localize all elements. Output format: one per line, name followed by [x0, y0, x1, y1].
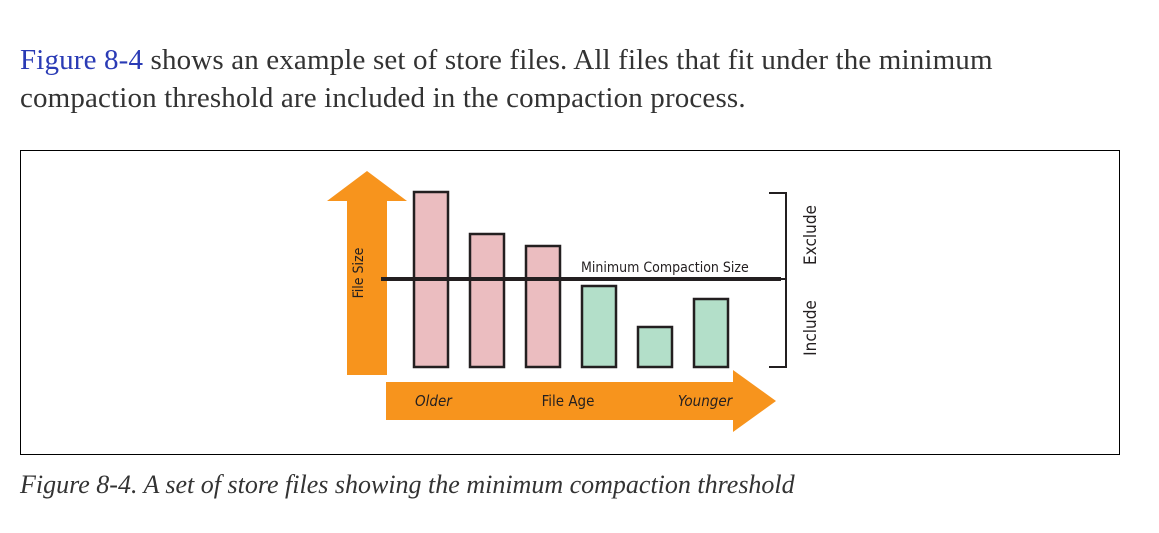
exclude-include-bracket [769, 192, 787, 368]
store-file-bar-2 [468, 232, 506, 369]
compaction-diagram: File Size Older File Age Younger Minimum… [327, 171, 821, 432]
store-file-bar-6 [692, 297, 730, 369]
figure-frame: File Size Older File Age Younger Minimum… [20, 150, 1120, 455]
younger-label: Younger [678, 392, 734, 410]
file-age-arrow [386, 370, 776, 432]
store-file-bar-4 [580, 284, 618, 369]
include-label: Include [801, 300, 821, 356]
file-age-label: File Age [542, 392, 595, 410]
file-size-label: File Size [351, 247, 367, 298]
threshold-label: Minimum Compaction Size [581, 260, 749, 276]
figure-caption: Figure 8-4. A set of store files showing… [20, 470, 795, 499]
figure-cross-reference-link[interactable]: Figure 8-4 [20, 44, 144, 76]
exclude-label: Exclude [801, 205, 821, 265]
intro-paragraph: Figure 8-4 shows an example set of store… [20, 41, 1130, 117]
file-size-arrow [327, 171, 407, 375]
store-file-bar-3 [524, 244, 562, 369]
intro-paragraph-text: shows an example set of store files. All… [20, 44, 993, 114]
older-label: Older [415, 392, 453, 410]
store-file-bar-5 [636, 325, 674, 369]
